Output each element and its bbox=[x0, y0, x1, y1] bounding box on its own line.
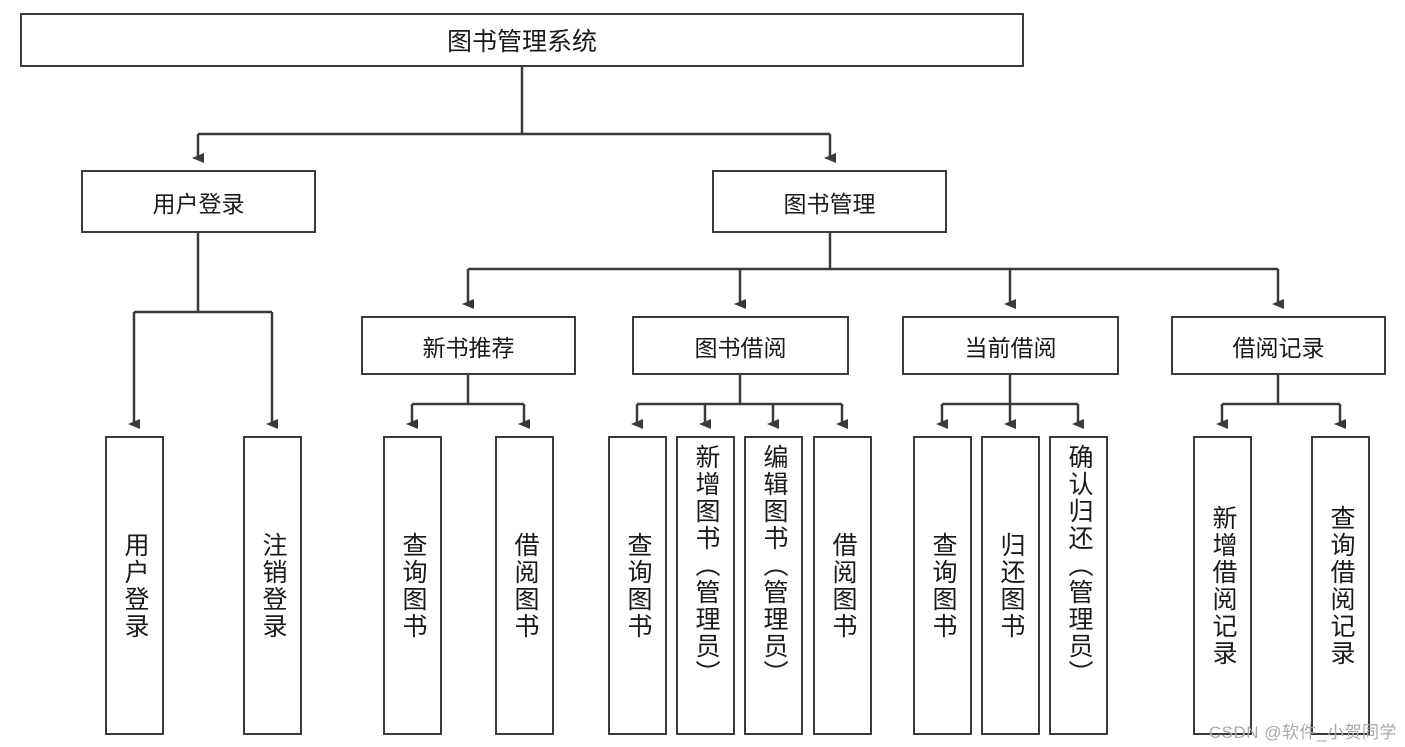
node-label: 图书管理 bbox=[783, 190, 876, 217]
node-label: 图书管理系统 bbox=[446, 28, 597, 56]
leaf-add-book-admin[interactable]: 新增图书（管理员） bbox=[676, 436, 735, 735]
leaf-logout-login[interactable]: 注销登录 bbox=[243, 436, 302, 735]
node-label: 查询图书 bbox=[624, 531, 652, 640]
leaf-query-book-borrow[interactable]: 查询图书 bbox=[608, 436, 667, 735]
node-label: 确认归还（管理员） bbox=[1065, 444, 1093, 687]
node-user-login[interactable]: 用户登录 bbox=[81, 170, 316, 233]
node-label: 新增图书（管理员） bbox=[692, 444, 720, 687]
node-label: 新书推荐 bbox=[422, 334, 515, 361]
leaf-query-book-current[interactable]: 查询图书 bbox=[913, 436, 972, 735]
node-root-book-management-system[interactable]: 图书管理系统 bbox=[20, 13, 1024, 67]
node-label: 用户登录 bbox=[121, 531, 149, 640]
leaf-add-borrow-record[interactable]: 新增借阅记录 bbox=[1193, 436, 1252, 735]
node-label: 归还图书 bbox=[997, 531, 1025, 640]
leaf-query-borrow-record[interactable]: 查询借阅记录 bbox=[1311, 436, 1370, 735]
leaf-return-book[interactable]: 归还图书 bbox=[981, 436, 1040, 735]
leaf-edit-book-admin[interactable]: 编辑图书（管理员） bbox=[744, 436, 803, 735]
node-label: 当前借阅 bbox=[964, 334, 1057, 361]
leaf-query-book-recommend[interactable]: 查询图书 bbox=[383, 436, 442, 735]
node-label: 查询图书 bbox=[399, 531, 427, 640]
node-label: 借阅图书 bbox=[829, 531, 857, 640]
leaf-confirm-return-admin[interactable]: 确认归还（管理员） bbox=[1049, 436, 1108, 735]
leaf-user-login[interactable]: 用户登录 bbox=[105, 436, 164, 735]
node-label: 新增借阅记录 bbox=[1209, 504, 1237, 667]
node-label: 编辑图书（管理员） bbox=[760, 444, 788, 687]
node-label: 借阅图书 bbox=[511, 531, 539, 640]
node-label: 查询图书 bbox=[929, 531, 957, 640]
node-book-management[interactable]: 图书管理 bbox=[712, 170, 947, 233]
node-label: 用户登录 bbox=[152, 190, 245, 217]
leaf-borrow-book-borrow[interactable]: 借阅图书 bbox=[813, 436, 872, 735]
node-label: 借阅记录 bbox=[1232, 334, 1325, 361]
node-label: 注销登录 bbox=[259, 531, 287, 640]
node-label: 查询借阅记录 bbox=[1327, 504, 1355, 667]
leaf-borrow-book-recommend[interactable]: 借阅图书 bbox=[495, 436, 554, 735]
node-new-book-recommend[interactable]: 新书推荐 bbox=[361, 316, 576, 375]
watermark: CSDN @软件_小贺同学 bbox=[1208, 723, 1397, 742]
node-label: 图书借阅 bbox=[694, 334, 787, 361]
node-borrow-record[interactable]: 借阅记录 bbox=[1171, 316, 1386, 375]
node-current-borrow[interactable]: 当前借阅 bbox=[902, 316, 1119, 375]
node-book-borrow[interactable]: 图书借阅 bbox=[632, 316, 849, 375]
